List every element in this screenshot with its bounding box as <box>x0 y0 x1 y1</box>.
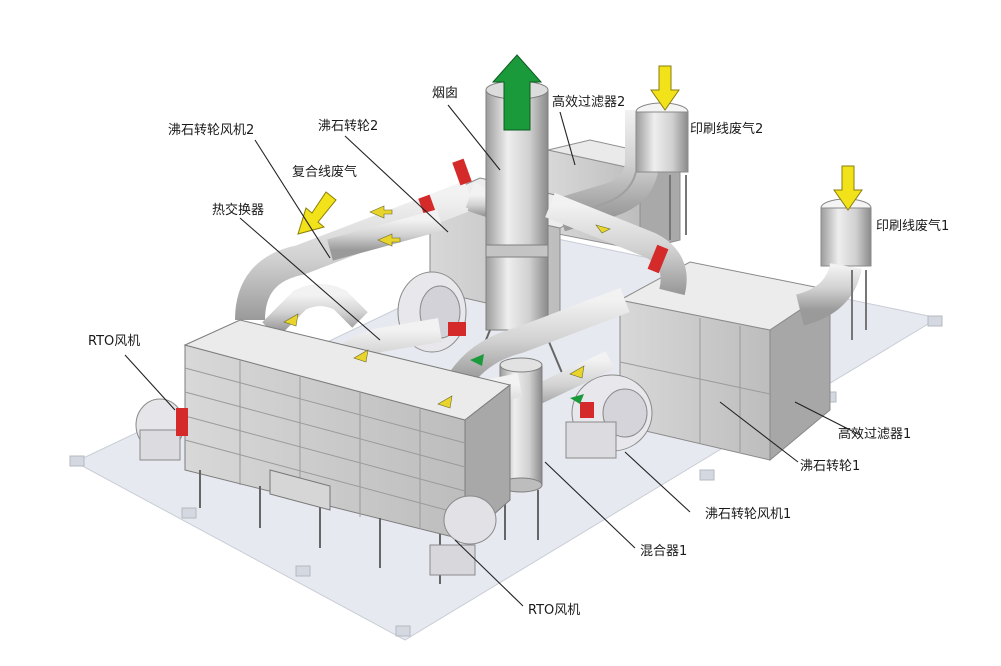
flow-arrows <box>283 205 611 409</box>
label-heat-exchanger: 热交换器 <box>212 202 264 218</box>
label-rto-fan-left: RTO风机 <box>88 334 140 349</box>
label-print-exhaust-1: 印刷线废气1 <box>876 218 949 234</box>
yellow-down-arrow-icon-2 <box>833 165 863 211</box>
rto-body <box>183 319 512 584</box>
label-chimney: 烟囱 <box>432 86 458 101</box>
leader-lines <box>124 104 861 607</box>
label-zeolite-wheel-fan-2: 沸石转轮风机2 <box>168 123 254 138</box>
zeolite-wheel-fan-1 <box>565 374 653 459</box>
print-exhaust-2-duct <box>555 102 689 240</box>
rto-fan-left <box>135 398 188 461</box>
label-zeolite-wheel-fan-1: 沸石转轮风机1 <box>705 507 791 522</box>
label-zeolite-wheel-2: 沸石转轮2 <box>318 119 378 134</box>
label-hepa-filter-2: 高效过滤器2 <box>552 94 625 110</box>
label-rto-fan-bottom: RTO风机 <box>528 603 580 618</box>
hepa-filter-1-unit <box>618 261 832 462</box>
base-feet <box>69 315 943 637</box>
green-up-arrow-icon <box>491 54 543 131</box>
label-hepa-filter-1: 高效过滤器1 <box>838 426 911 442</box>
label-mixer-1: 混合器1 <box>640 544 687 559</box>
rto-fan-bottom <box>429 495 497 576</box>
upper-duct-run <box>235 158 495 321</box>
label-print-exhaust-2: 印刷线废气2 <box>690 121 763 137</box>
label-composite-exhaust: 复合线废气 <box>292 164 357 180</box>
yellow-down-arrow-icon <box>650 65 680 111</box>
yellow-down-arrow-icon-3 <box>297 191 337 235</box>
label-zeolite-wheel-1: 沸石转轮1 <box>800 459 860 474</box>
green-flow-arrows <box>470 354 584 404</box>
